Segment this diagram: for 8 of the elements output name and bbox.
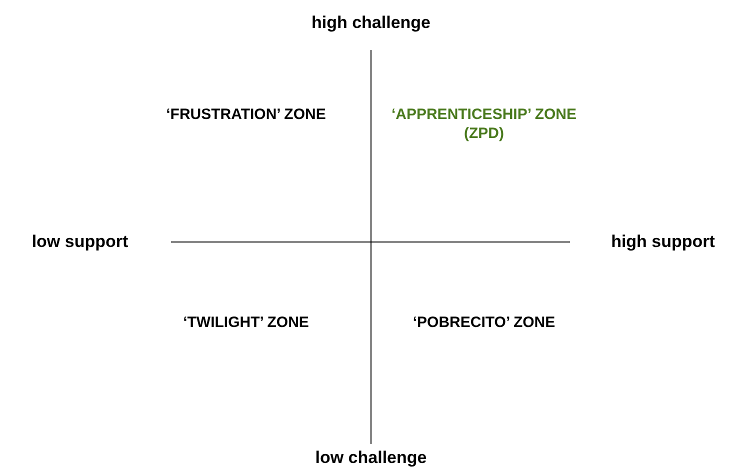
- quadrant-label: ‘POBRECITO’ ZONE: [412, 314, 556, 333]
- quadrant-label: ‘APPRENTICESHIP’ ZONE (ZPD): [390, 106, 578, 144]
- axis-label: low support: [30, 231, 130, 252]
- axis-label: high support: [610, 231, 716, 252]
- quadrant-label: ‘FRUSTRATION’ ZONE: [165, 106, 327, 125]
- axis-label: low challenge: [314, 447, 428, 468]
- quadrant-label: ‘TWILIGHT’ ZONE: [182, 314, 310, 333]
- axis-label: high challenge: [310, 12, 432, 34]
